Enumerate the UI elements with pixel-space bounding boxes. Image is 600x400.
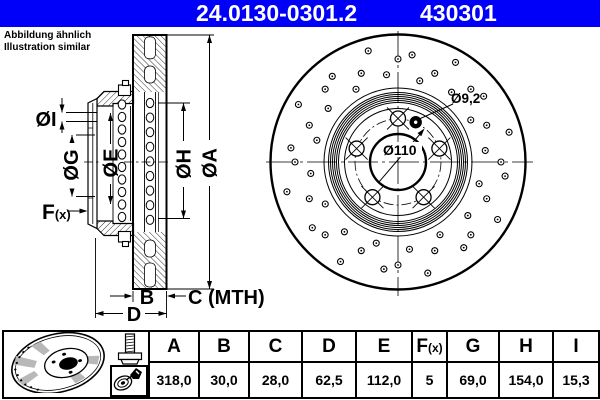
label-d: D (127, 304, 141, 326)
table-col-G: G 69,0 (446, 332, 498, 397)
table-col-I: I 15,3 (552, 332, 598, 397)
col-value-A: 318,0 (156, 372, 192, 388)
col-header-E: E (357, 332, 411, 363)
label-dia-i: ØI (35, 109, 56, 131)
label-b: B (140, 287, 154, 309)
wheel-bolt-holes (345, 107, 451, 209)
front-centerlines (266, 31, 533, 296)
col-value-G: 69,0 (459, 372, 487, 388)
col-header-G: G (448, 332, 498, 363)
hat-edge-circle (323, 87, 473, 237)
table-col-B: B 30,0 (198, 332, 248, 397)
col-value-B: 30,0 (210, 372, 238, 388)
label-pin-circle-dia: Ø110 (383, 142, 417, 158)
arrowheads (59, 35, 212, 316)
col-header-A: A (150, 332, 198, 363)
extension-lines (66, 34, 214, 318)
col-value-E: 112,0 (366, 372, 402, 388)
drilled-holes (283, 47, 513, 277)
col-header-D: D (303, 332, 355, 363)
table-col-E: E 112,0 (355, 332, 411, 397)
label-f: F(x) (42, 201, 71, 224)
brake-disc-icon (11, 332, 105, 393)
table-col-H: H 154,0 (498, 332, 552, 397)
label-pin-hole-dia: Ø9,2 (451, 91, 480, 106)
label-dia-e: ØE (101, 149, 123, 178)
col-value-F: 5 (425, 372, 434, 388)
section-view: ØI ØG ØE ØH ØA F(x) B C (MTH) D (35, 34, 265, 326)
table-col-D: D 62,5 (301, 332, 355, 397)
center-bore (368, 132, 428, 192)
front-view: Ø9,2 Ø110 (266, 31, 533, 296)
col-header-F: F(x) (413, 332, 446, 363)
disc-outer-edge (269, 33, 527, 291)
bolt-icon (117, 333, 143, 365)
col-value-C: 28,0 (261, 372, 290, 388)
technical-drawing: ØI ØG ØE ØH ØA F(x) B C (MTH) D Ø9,2 Ø11… (35, 31, 533, 326)
label-dia-a: ØA (200, 148, 222, 178)
hub-ring-band (328, 92, 468, 232)
part-number: 24.0130-0301.2 (196, 0, 358, 26)
col-header-C: C (250, 332, 301, 363)
label-dia-h: ØH (174, 149, 196, 179)
wear-gauge-icon (110, 365, 148, 397)
vent-hole-column (145, 97, 155, 225)
table-icon-cell (4, 332, 148, 397)
col-value-H: 154,0 (508, 372, 544, 388)
col-header-B: B (200, 332, 248, 363)
title-bar: 24.0130-0301.2 430301 (0, 0, 600, 27)
label-dia-g: ØG (61, 149, 83, 180)
reference-number: 430301 (420, 0, 497, 26)
label-c-mth: C (MTH) (188, 287, 265, 309)
similar-illustration-note: Abbildung ähnlich Illustration similar (4, 30, 92, 53)
col-value-I: 15,3 (562, 372, 590, 388)
table-col-F: F(x) 5 (411, 332, 446, 397)
wheel-bolt-hole-column (117, 99, 127, 223)
col-header-I: I (554, 332, 598, 363)
table-col-A: A 318,0 (148, 332, 198, 397)
table-col-C: C 28,0 (248, 332, 301, 397)
col-header-H: H (500, 332, 552, 363)
rim-drill-dots (14, 346, 40, 391)
col-value-D: 62,5 (315, 372, 343, 388)
